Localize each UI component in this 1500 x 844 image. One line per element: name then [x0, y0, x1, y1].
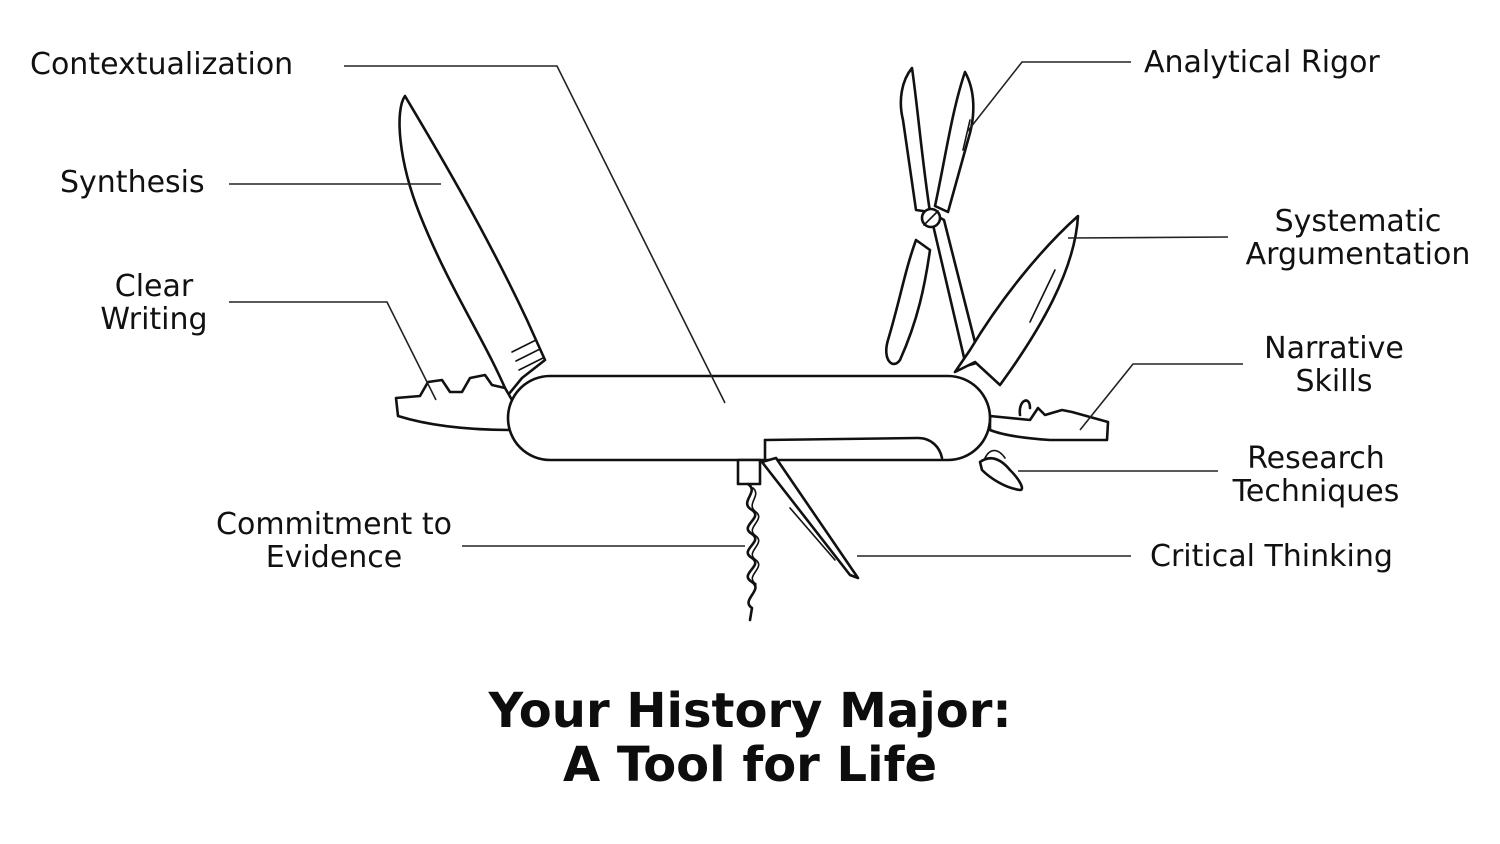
leader-clear-writing [229, 301, 437, 401]
label-narrative-skills: Narrative Skills [1264, 331, 1404, 399]
pen-blade [760, 456, 860, 580]
page-title: Your History Major: A Tool for Life [0, 684, 1500, 792]
bottle-opener-tool [988, 399, 1110, 442]
leader-analytical-rigor [966, 61, 1131, 133]
label-research-techniques: Research Techniques [1232, 441, 1400, 509]
large-blade [398, 94, 547, 397]
leader-lines [229, 61, 1243, 557]
title-line-2: A Tool for Life [562, 737, 938, 793]
label-contextualization: Contextualization [30, 47, 294, 82]
label-critical-thinking: Critical Thinking [1150, 539, 1393, 574]
label-synthesis: Synthesis [60, 165, 205, 200]
label-commitment-to-evidence: Commitment to Evidence [216, 507, 452, 575]
small-blade [953, 214, 1080, 387]
scissors-tool [885, 66, 982, 368]
knife-handle [506, 374, 992, 462]
leader-systematic-argumentation [1067, 236, 1229, 239]
leader-narrative-skills [1079, 363, 1243, 431]
tweezers-tool [978, 449, 1024, 492]
title-line-1: Your History Major: [488, 683, 1012, 739]
label-systematic-argumentation: Systematic Argumentation [1245, 204, 1471, 272]
corkscrew-tool [736, 458, 762, 622]
leader-contextualization [344, 65, 726, 404]
label-analytical-rigor: Analytical Rigor [1144, 45, 1380, 80]
label-clear-writing: Clear Writing [100, 269, 208, 337]
can-opener-tool [394, 373, 514, 432]
